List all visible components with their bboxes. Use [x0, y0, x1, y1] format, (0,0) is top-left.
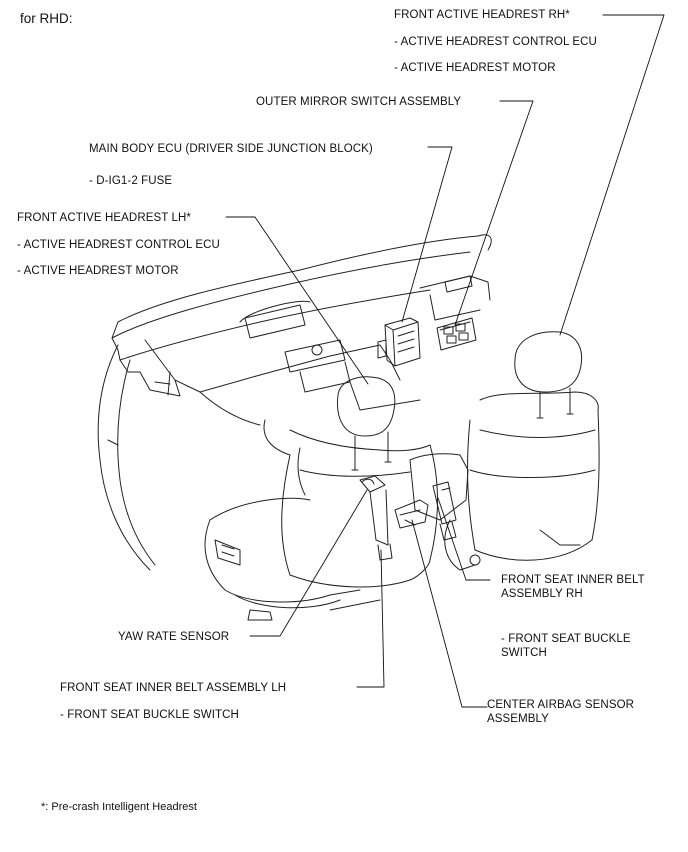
- label-main-body-ecu: MAIN BODY ECU (DRIVER SIDE JUNCTION BLOC…: [89, 143, 373, 155]
- label-outer-mirror-switch: OUTER MIRROR SWITCH ASSEMBLY: [256, 96, 462, 108]
- outer-mirror-switch-shape: [436, 317, 477, 351]
- seat-lh-shape: [204, 376, 438, 621]
- rhd-note: for RHD:: [20, 11, 73, 26]
- main-body-ecu-shape: [377, 317, 421, 367]
- label-buckle-rh-line2: SWITCH: [501, 647, 547, 659]
- label-inner-belt-lh: FRONT SEAT INNER BELT ASSEMBLY LH: [60, 682, 287, 694]
- label-center-airbag-line2: ASSEMBLY: [487, 713, 549, 725]
- label-d-ig1-2-fuse: - D-IG1-2 FUSE: [89, 175, 173, 187]
- dashboard: [97, 234, 492, 571]
- label-yaw-rate-sensor: YAW RATE SENSOR: [118, 631, 230, 643]
- label-rh-motor: - ACTIVE HEADREST MOTOR: [394, 62, 556, 74]
- label-buckle-lh: - FRONT SEAT BUCKLE SWITCH: [60, 709, 239, 721]
- center-console-shape: [359, 453, 469, 561]
- label-buckle-rh-line1: - FRONT SEAT BUCKLE: [501, 633, 631, 645]
- label-inner-belt-rh-line1: FRONT SEAT INNER BELT: [501, 574, 645, 586]
- label-front-active-headrest-rh: FRONT ACTIVE HEADREST RH*: [394, 9, 570, 21]
- seat-rh-shape: [444, 331, 600, 571]
- label-front-active-headrest-lh: FRONT ACTIVE HEADREST LH*: [17, 212, 191, 224]
- label-center-airbag-line1: CENTER AIRBAG SENSOR: [487, 699, 635, 711]
- label-lh-motor: - ACTIVE HEADREST MOTOR: [17, 265, 179, 277]
- label-inner-belt-rh-line2: ASSEMBLY RH: [501, 588, 583, 600]
- footnote: *: Pre-crash Intelligent Headrest: [41, 801, 197, 813]
- label-lh-control-ecu: - ACTIVE HEADREST CONTROL ECU: [17, 239, 220, 251]
- label-rh-control-ecu: - ACTIVE HEADREST CONTROL ECU: [394, 36, 597, 48]
- leader-lines: [225, 14, 665, 708]
